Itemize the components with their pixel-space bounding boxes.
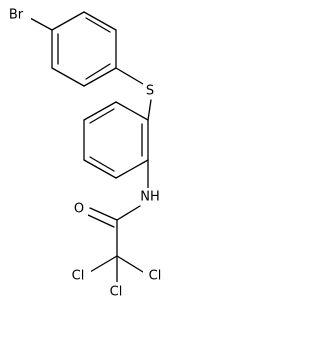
bond-s-ringB	[147, 99, 152, 121]
atom-chlorine-bottom: Cl	[110, 285, 123, 300]
bond-n-carbonyl	[116, 205, 141, 221]
atom-carbonyl-oxygen: O	[74, 202, 84, 217]
bond-cl-right	[116, 255, 144, 273]
chemical-structure: Br S NH O Cl Cl Cl	[8, 7, 162, 300]
atom-sulfur: S	[146, 84, 154, 99]
atom-chlorine-left: Cl	[72, 269, 85, 284]
bond-carbonyl-1	[89, 207, 118, 221]
bond-carbonyl-2	[87, 214, 115, 228]
ring-bromophenyl	[51, 11, 117, 87]
bond-br	[29, 17, 53, 31]
ring-phenylene	[83, 101, 149, 179]
bond-cl-left	[89, 255, 118, 273]
atom-chlorine-right: Cl	[149, 269, 162, 284]
atom-amide-nitrogen: NH	[140, 190, 160, 205]
atom-bromine: Br	[9, 8, 24, 23]
bond-s-ringA	[115, 67, 144, 85]
